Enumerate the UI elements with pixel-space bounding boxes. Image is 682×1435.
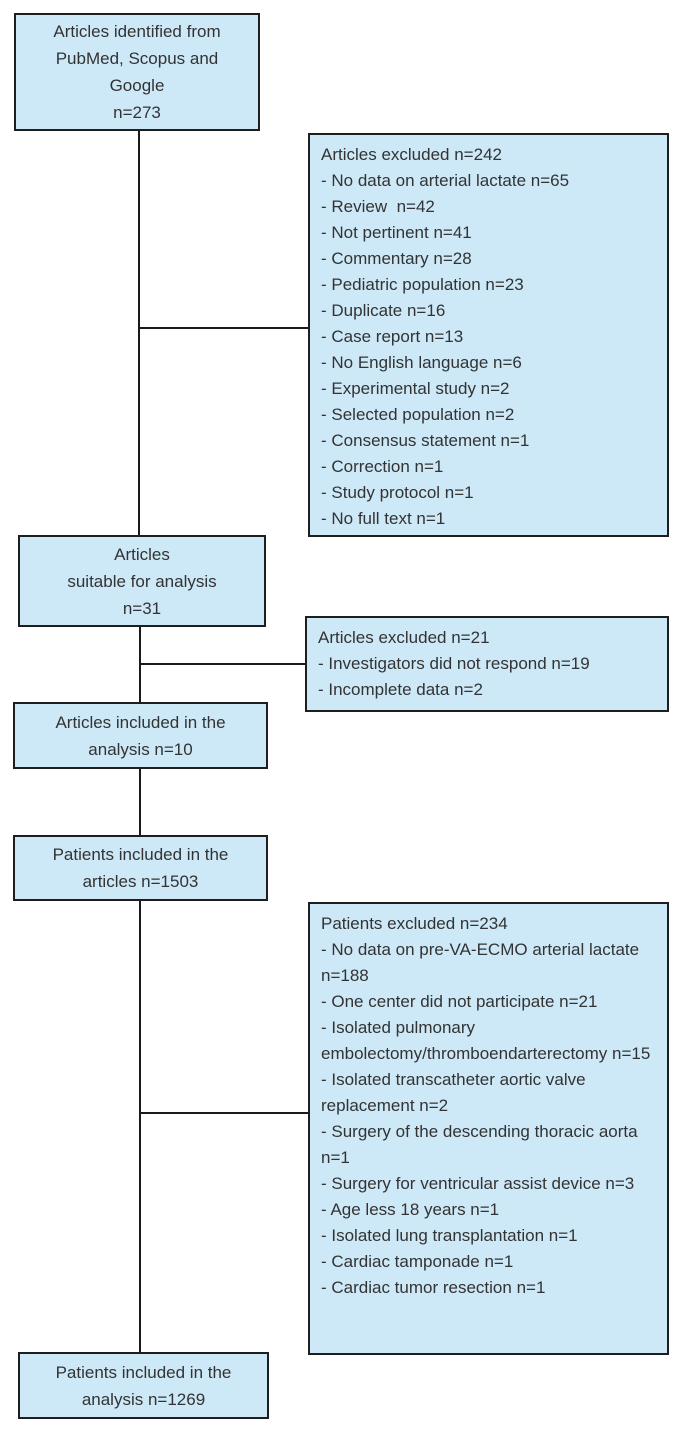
- connector-branch-articles-excluded-1: [140, 327, 308, 329]
- box-articles-excluded-1: Articles excluded n=242 - No data on art…: [308, 133, 669, 537]
- exclusion-list: - Investigators did not respond n=19 - In…: [318, 651, 657, 703]
- exclusion-title: Articles excluded n=242: [321, 145, 502, 164]
- exclusion-item: - Surgery of the descending thoracic aor…: [321, 1122, 643, 1167]
- exclusion-item: - Correction n=1: [321, 457, 444, 476]
- exclusion-item: - Consensus statement n=1: [321, 431, 530, 450]
- exclusion-title: Patients excluded n=234: [321, 914, 508, 933]
- box-articles-included: Articles included in the analysis n=10: [13, 702, 268, 769]
- exclusion-item: - Surgery for ventricular assist device …: [321, 1174, 635, 1193]
- box-patients-in-articles: Patients included in the articles n=1503: [13, 835, 268, 901]
- exclusion-item: - Pediatric population n=23: [321, 275, 524, 294]
- exclusion-item: - Incomplete data n=2: [318, 680, 483, 699]
- exclusion-item: - Experimental study n=2: [321, 379, 510, 398]
- exclusion-item: - Isolated pulmonary embolectomy/thrombo…: [321, 1018, 651, 1063]
- exclusion-item: - Case report n=13: [321, 327, 464, 346]
- exclusion-item: - No English language n=6: [321, 353, 522, 372]
- exclusion-item: - No full text n=1: [321, 509, 446, 528]
- exclusion-item: - Study protocol n=1: [321, 483, 474, 502]
- connector-identified-to-suitable: [138, 130, 140, 535]
- exclusion-item: - Isolated transcatheter aortic valve re…: [321, 1070, 591, 1115]
- exclusion-item: - Investigators did not respond n=19: [318, 654, 590, 673]
- exclusion-item: - Cardiac tamponade n=1: [321, 1252, 514, 1271]
- connector-branch-patients-excluded: [141, 1112, 308, 1114]
- box-articles-excluded-2: Articles excluded n=21 - Investigators d…: [305, 616, 669, 712]
- exclusion-item: - Not pertinent n=41: [321, 223, 472, 242]
- box-patients-excluded: Patients excluded n=234 - No data on pre…: [308, 902, 669, 1355]
- exclusion-item: - Selected population n=2: [321, 405, 515, 424]
- exclusion-item: - Duplicate n=16: [321, 301, 446, 320]
- connector-patients-to-analysis: [139, 900, 141, 1353]
- exclusion-list: - No data on arterial lactate n=65 - Revi…: [321, 168, 657, 532]
- connector-included-to-patients: [139, 768, 141, 836]
- exclusion-item: - No data on pre-VA-ECMO arterial lactat…: [321, 940, 644, 985]
- exclusion-item: - Isolated lung transplantation n=1: [321, 1226, 578, 1245]
- connector-branch-articles-excluded-2: [140, 663, 305, 665]
- exclusion-item: - Commentary n=28: [321, 249, 472, 268]
- exclusion-item: - One center did not participate n=21: [321, 992, 598, 1011]
- box-articles-suitable: Articles suitable for analysis n=31: [18, 535, 266, 627]
- exclusion-title: Articles excluded n=21: [318, 628, 490, 647]
- exclusion-item: - Cardiac tumor resection n=1: [321, 1278, 546, 1297]
- exclusion-item: - Review n=42: [321, 197, 435, 216]
- box-articles-identified: Articles identified from PubMed, Scopus …: [14, 13, 260, 131]
- box-patients-in-analysis: Patients included in the analysis n=1269: [18, 1352, 269, 1419]
- exclusion-item: - Age less 18 years n=1: [321, 1200, 500, 1219]
- exclusion-list: - No data on pre-VA-ECMO arterial lactat…: [321, 937, 657, 1301]
- exclusion-item: - No data on arterial lactate n=65: [321, 171, 570, 190]
